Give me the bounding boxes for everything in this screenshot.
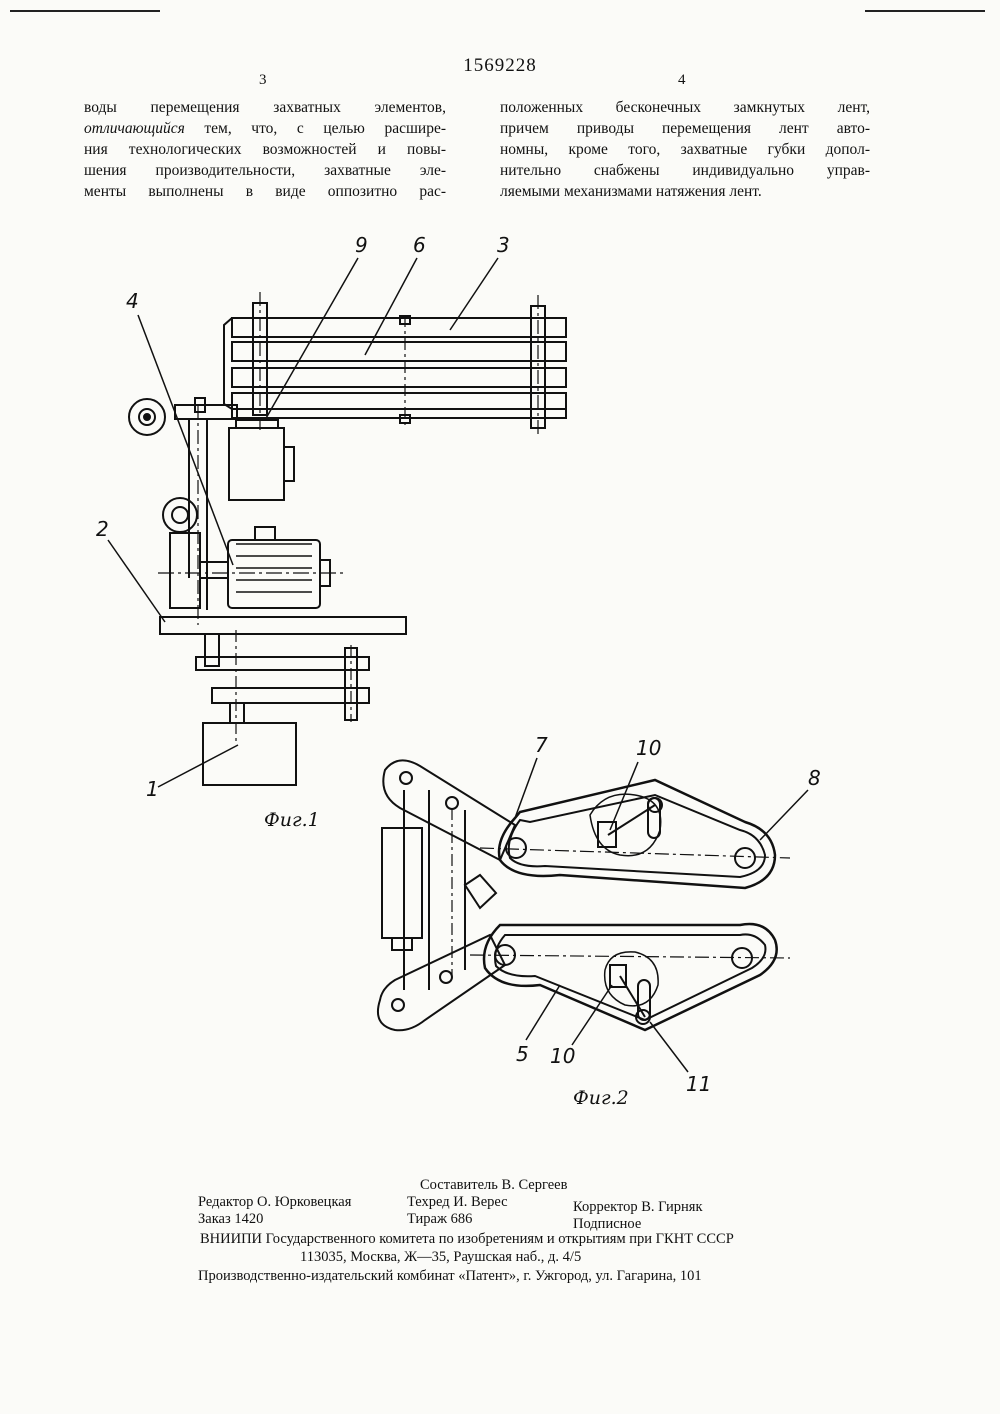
motor-upper-cap [284,447,294,481]
label-10-lower: 10 [550,1044,575,1068]
leader-4 [138,315,233,565]
label-9: 9 [355,233,368,257]
label-3: 3 [497,233,510,257]
leader-1 [158,745,238,787]
publisher: Производственно-издательский комбинат «П… [198,1268,702,1285]
leader-8 [760,790,808,840]
figure2-caption: Фиг.2 [573,1087,629,1109]
pivot [400,772,412,784]
shaft-lower [205,634,219,666]
axis-line [470,955,790,958]
label-11: 11 [686,1072,711,1096]
address: 113035, Москва, Ж—35, Раушская наб., д. … [300,1249,581,1266]
editor: Редактор О. Юрковецкая [198,1194,351,1211]
motor-upper [229,428,284,500]
label-7: 7 [535,733,548,757]
figure1-drawing [108,258,566,787]
terminal-box [255,527,275,540]
belt-2 [232,342,566,361]
motor-middle [228,540,320,608]
vniipi: ВНИИПИ Государственного комитета по изоб… [200,1231,734,1248]
leader-2 [108,540,165,622]
lower-jaw-plate [495,934,765,1020]
label-4: 4 [126,289,139,313]
figure2-drawing [378,758,808,1072]
belt-end-left [224,318,232,409]
leader-5 [526,985,560,1040]
leader-6 [365,258,417,355]
label-1: 1 [146,777,159,801]
pulley-lower-hub [172,507,188,523]
leader-9 [265,258,358,420]
lower-belt-1 [196,657,369,670]
techred: Техред И. Верес [407,1194,508,1211]
belt-lower [232,393,566,409]
pivot [446,797,458,809]
compiler: Составитель В. Сергеев [420,1177,567,1194]
base-plate [160,617,406,634]
label-6: 6 [413,233,426,257]
upper-jaw-plate [509,795,765,877]
motor-upper-neck [236,420,278,428]
cylinder-rod [392,938,412,950]
shaft-bottom [230,703,244,723]
cylinder [382,828,422,938]
roller [735,848,755,868]
label-2: 2 [96,517,109,541]
motor-base-block [203,723,296,785]
pivot [440,971,452,983]
pivot [392,999,404,1011]
coupling [200,562,228,578]
leader-3 [450,258,498,330]
pulley-lower [163,498,197,532]
label-5: 5 [516,1042,529,1066]
print-run: Тираж 686 [407,1211,472,1228]
corrector: Корректор В. Гирняк [573,1199,703,1216]
belt-3 [232,368,566,387]
wedge [465,875,496,908]
label-8: 8 [808,766,821,790]
leader-11 [650,1022,688,1072]
order: Заказ 1420 [198,1211,263,1228]
label-10: 10 [636,736,661,760]
gearbox [170,533,200,608]
pulley-center [144,414,150,420]
figure1-caption: Фиг.1 [264,809,320,831]
